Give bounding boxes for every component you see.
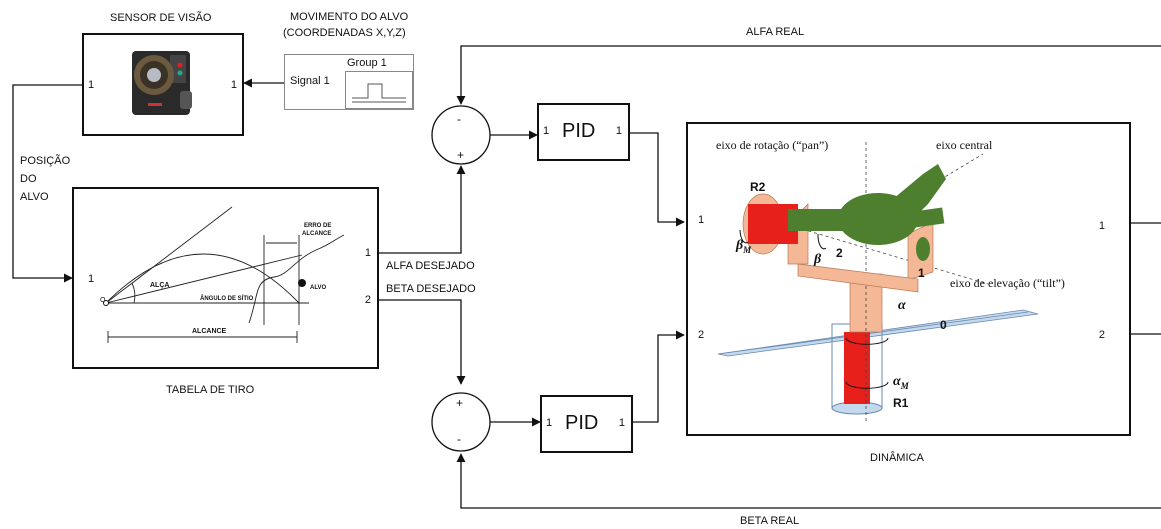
label-erro-line1: ERRO DE [304, 223, 331, 229]
sensor-block[interactable]: 1 1 [82, 33, 244, 136]
wire-beta-desejado [379, 300, 461, 384]
wire-pid-top-to-dyn [630, 133, 684, 222]
beta-arrow [818, 234, 826, 249]
sensor-title: SENSOR DE VISÃO [110, 12, 211, 24]
step-signal-icon [346, 72, 412, 108]
alpha-m-symbol: α [893, 374, 901, 389]
label-beta: β [814, 252, 821, 268]
label-r1: R1 [893, 396, 908, 410]
label-alpha-m: αM [893, 374, 909, 391]
label-posicao-line2: DO [20, 173, 37, 185]
label-eixo-central: eixo central [936, 138, 992, 153]
label-alpha: α [898, 298, 906, 314]
label-eixo-elevacao: eixo de elevação (“tilt”) [950, 276, 1065, 291]
signal-builder-icon [345, 71, 413, 109]
wire-beta-real [461, 454, 1161, 508]
label-alfa-real: ALFA REAL [746, 26, 804, 38]
pid-block-top[interactable]: 1 PID 1 [537, 103, 630, 161]
sum-top-minus: - [457, 112, 461, 126]
pid-bottom-port-out: 1 [619, 417, 625, 429]
tilt-bearing [916, 237, 930, 261]
sum-bottom-plus: + [456, 396, 463, 410]
label-posicao-line3: ALVO [20, 191, 49, 203]
label-alca: ALÇA [150, 282, 169, 289]
firing-table-block[interactable]: 1 1 2 ERRO DE ALCANCE ALÇA ÂNGULO DE SÍT… [72, 187, 379, 369]
terrain-line [249, 235, 344, 323]
label-num-1: 1 [918, 266, 925, 280]
pid-bottom-port-in: 1 [546, 417, 552, 429]
label-alfa-desejado: ALFA DESEJADO [386, 260, 475, 272]
firing-table-drawing [84, 195, 374, 365]
label-alvo: ALVO [310, 285, 326, 291]
label-beta-desejado: BETA DESEJADO [386, 283, 476, 295]
label-num-2: 2 [836, 246, 843, 260]
target-motion-block[interactable]: Signal 1 Group 1 [284, 54, 414, 110]
dynamics-block[interactable]: 1 2 1 2 eixo d [686, 122, 1131, 436]
wire-alfa-desejado [379, 166, 461, 253]
signal-label: Signal 1 [290, 75, 330, 87]
firing-table-title: TABELA DE TIRO [166, 384, 254, 396]
label-r2: R2 [750, 180, 765, 194]
label-alcance: ALCANCE [192, 328, 226, 335]
pid-block-bottom[interactable]: 1 PID 1 [540, 395, 633, 453]
beta-m-subscript: M [743, 245, 751, 255]
label-erro-line2: ALCANCE [302, 231, 331, 237]
label-beta-real: BETA REAL [740, 515, 799, 527]
label-num-0: 0 [940, 318, 947, 332]
sum-bottom-minus: - [457, 432, 461, 446]
wire-pid-bottom-to-dyn [633, 335, 684, 422]
sensor-port-out: 1 [231, 79, 237, 91]
pid-bottom-label: PID [565, 412, 598, 435]
target-dot [298, 279, 306, 287]
label-origin: O [100, 297, 105, 304]
label-angulo: ÂNGULO DE SÍTIO [200, 296, 253, 302]
group-label: Group 1 [347, 57, 387, 69]
target-title-line2: (COORDENADAS X,Y,Z) [283, 27, 406, 39]
dynamics-title: DINÂMICA [870, 452, 924, 464]
target-title-line1: MOVIMENTO DO ALVO [290, 11, 408, 23]
alca-angle-arc [132, 283, 135, 303]
label-posicao-line1: POSIÇÃO [20, 155, 70, 167]
pid-top-label: PID [562, 120, 595, 143]
alpha-m-subscript: M [901, 381, 909, 391]
camera-icon [122, 43, 202, 123]
label-eixo-rotacao: eixo de rotação (“pan”) [716, 138, 828, 153]
sum-top-plus: + [457, 148, 464, 162]
pid-top-port-in: 1 [543, 125, 549, 137]
label-beta-m: βM [736, 238, 751, 255]
wire-alfa-real [461, 46, 1161, 104]
pid-top-port-out: 1 [616, 125, 622, 137]
sensor-port-in: 1 [88, 79, 94, 91]
